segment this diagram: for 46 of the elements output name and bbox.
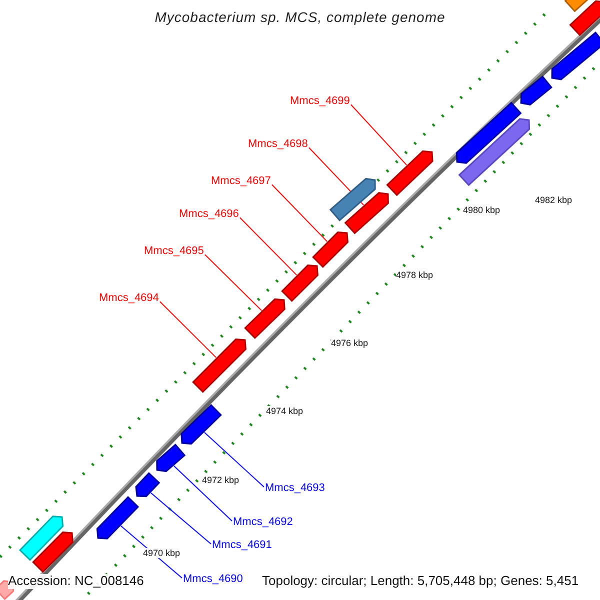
scale-label: 4974 kbp <box>266 406 304 416</box>
gene-block <box>312 232 348 268</box>
gene-block <box>386 150 434 196</box>
leader-line <box>239 217 298 276</box>
scale-label: 4978 kbp <box>396 270 434 280</box>
accession-text: Accession: NC_008146 <box>8 574 144 589</box>
leader-line <box>350 104 408 166</box>
gene-label: Mmcs_4695 <box>144 245 204 258</box>
gene-block <box>458 118 530 186</box>
gene-block <box>551 32 600 80</box>
gene-block <box>281 264 318 302</box>
gene-label: Mmcs_4691 <box>212 539 272 552</box>
gene-block <box>96 496 140 540</box>
leader-line <box>204 432 264 488</box>
gene-block <box>192 338 246 393</box>
gene-block <box>32 532 74 573</box>
gene-label: Mmcs_4696 <box>179 208 239 221</box>
gene-block <box>156 444 186 472</box>
leader-line <box>150 492 212 544</box>
gene-block <box>520 76 552 106</box>
scale-label: 4980 kbp <box>463 205 500 216</box>
gene-block <box>18 516 64 561</box>
leader-line <box>204 254 262 312</box>
gene-block <box>135 472 160 498</box>
gene-block <box>180 404 222 445</box>
gene-block <box>569 0 600 36</box>
gene-label: Mmcs_4694 <box>99 292 159 305</box>
leader-line <box>271 184 328 242</box>
gene-block <box>456 102 522 164</box>
gene-label: Mmcs_4692 <box>233 516 293 529</box>
gene-label: Mmcs_4690 <box>183 573 243 586</box>
gene-block <box>329 178 376 222</box>
scale-label: 4970 kbp <box>143 548 180 558</box>
gene-label: Mmcs_4693 <box>265 482 325 495</box>
scale-label: 4982 kbp <box>535 195 572 206</box>
gene-label: Mmcs_4699 <box>290 95 350 108</box>
title: Mycobacterium sp. MCS, complete genome <box>154 9 446 26</box>
leader-line <box>159 301 217 358</box>
scale-label: 4976 kbp <box>331 338 368 348</box>
leader-line <box>173 465 232 522</box>
scale-label: 4972 kbp <box>202 475 240 486</box>
genome-info-text: Topology: circular; Length: 5,705,448 bp; Genes: 5,451 <box>262 574 579 589</box>
gene-label: Mmcs_4698 <box>248 138 308 151</box>
gene-block <box>244 298 286 340</box>
gene-label: Mmcs_4697 <box>211 175 271 188</box>
gene-block <box>344 192 389 234</box>
